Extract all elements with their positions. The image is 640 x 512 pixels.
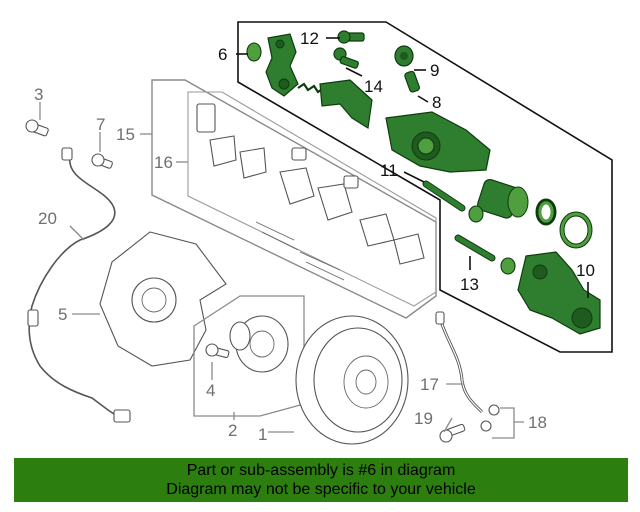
hub-part-2 (193, 295, 305, 417)
callout-18: 18 (528, 413, 547, 432)
callout-9: 9 (430, 61, 439, 80)
callout-15: 15 (116, 125, 135, 144)
caliper-body (385, 111, 491, 173)
callout-4: 4 (206, 381, 215, 400)
callout-8: 8 (432, 93, 441, 112)
callout-12: 12 (300, 29, 319, 48)
bolt-part-4 (205, 343, 230, 359)
guide-pin-part-8 (404, 70, 420, 93)
caliper-bracket-part-6[interactable] (265, 33, 299, 97)
bolt-part-12 (337, 30, 365, 44)
callout-5: 5 (58, 305, 67, 324)
callout-1: 1 (258, 425, 267, 444)
leader-lines-dark (236, 37, 589, 298)
callout-2: 2 (228, 421, 237, 440)
caliper-assembly-part-10 (517, 251, 601, 335)
callout-13: 13 (460, 275, 479, 294)
part-notice-banner: Part or sub-assembly is #6 in diagram Di… (14, 458, 628, 502)
leader-lines-grey (39, 102, 524, 439)
callout-7: 7 (96, 115, 105, 134)
callout-10: 10 (576, 261, 595, 280)
callout-11: 11 (380, 161, 398, 180)
notice-line-2: Diagram may not be specific to your vehi… (166, 481, 476, 498)
rotor-part-1 (295, 315, 409, 445)
callout-19: 19 (414, 409, 433, 428)
callout-14: 14 (364, 77, 383, 96)
callout-3: 3 (34, 85, 43, 104)
brake-hose-part-17 (435, 311, 484, 414)
bolt-part-14 (333, 47, 359, 69)
brake-pads (196, 103, 425, 281)
bolt-part-7 (91, 153, 113, 169)
abs-sensor-wire-part-20 (27, 147, 131, 423)
pin-part-11 (422, 180, 484, 223)
bolt-part-3 (25, 119, 49, 137)
callout-6: 6 (218, 45, 227, 64)
piston-part (477, 178, 529, 219)
pad-kit-panel (151, 79, 437, 319)
clip-part (319, 79, 373, 129)
callout-labels: 1 2 3 4 5 6 7 8 9 10 11 12 13 14 15 16 1… (34, 29, 595, 444)
callout-17: 17 (420, 375, 439, 394)
callout-20: 20 (38, 209, 57, 228)
caliper-panel (237, 21, 613, 353)
washer-part-18 (480, 404, 500, 432)
bolt-part-19 (439, 423, 466, 443)
seal-ring (535, 198, 557, 226)
boot-ring (559, 211, 593, 249)
bushing-part (246, 42, 262, 62)
notice-line-1: Part or sub-assembly is #6 in diagram (186, 462, 456, 479)
callout-16: 16 (154, 153, 173, 172)
pin-part-13 (454, 234, 516, 275)
dust-boot-part-9 (394, 45, 414, 67)
